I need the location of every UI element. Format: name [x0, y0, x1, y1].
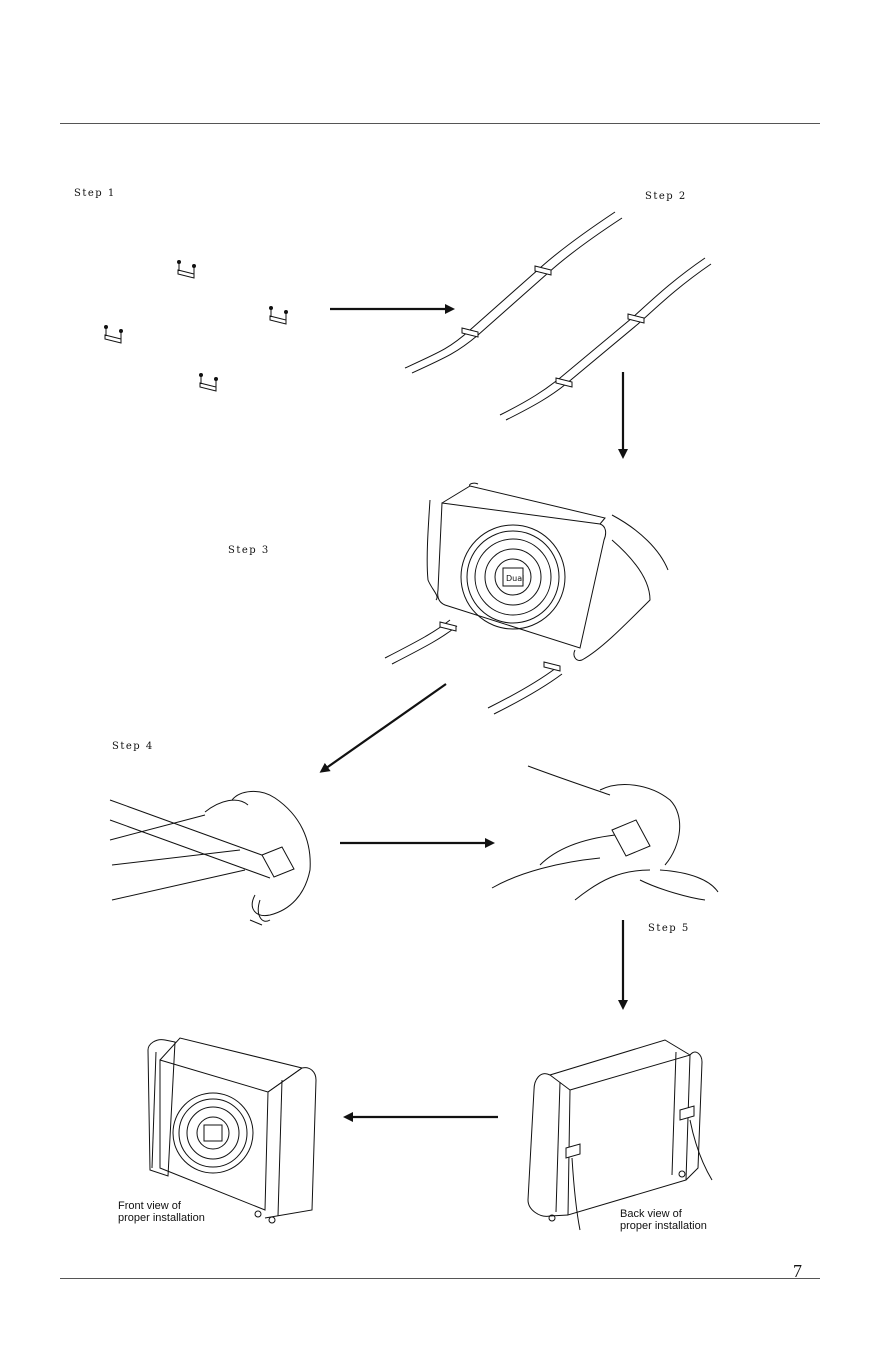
step4-strap-detail	[110, 791, 310, 925]
arrow-diagonal	[322, 684, 446, 771]
step1-brackets	[105, 261, 288, 392]
speaker-logo-text: Dual	[506, 574, 524, 583]
front-view-speaker	[148, 1038, 316, 1223]
bracket-4	[200, 374, 218, 392]
step2-carpet-strips	[405, 212, 711, 420]
bracket-2	[270, 307, 288, 325]
bracket-3	[105, 326, 123, 344]
bracket-1	[178, 261, 196, 279]
back-view-speaker	[528, 1040, 712, 1230]
step3-speaker-box: Dual	[385, 483, 668, 714]
step4-buckle-detail	[492, 766, 718, 900]
